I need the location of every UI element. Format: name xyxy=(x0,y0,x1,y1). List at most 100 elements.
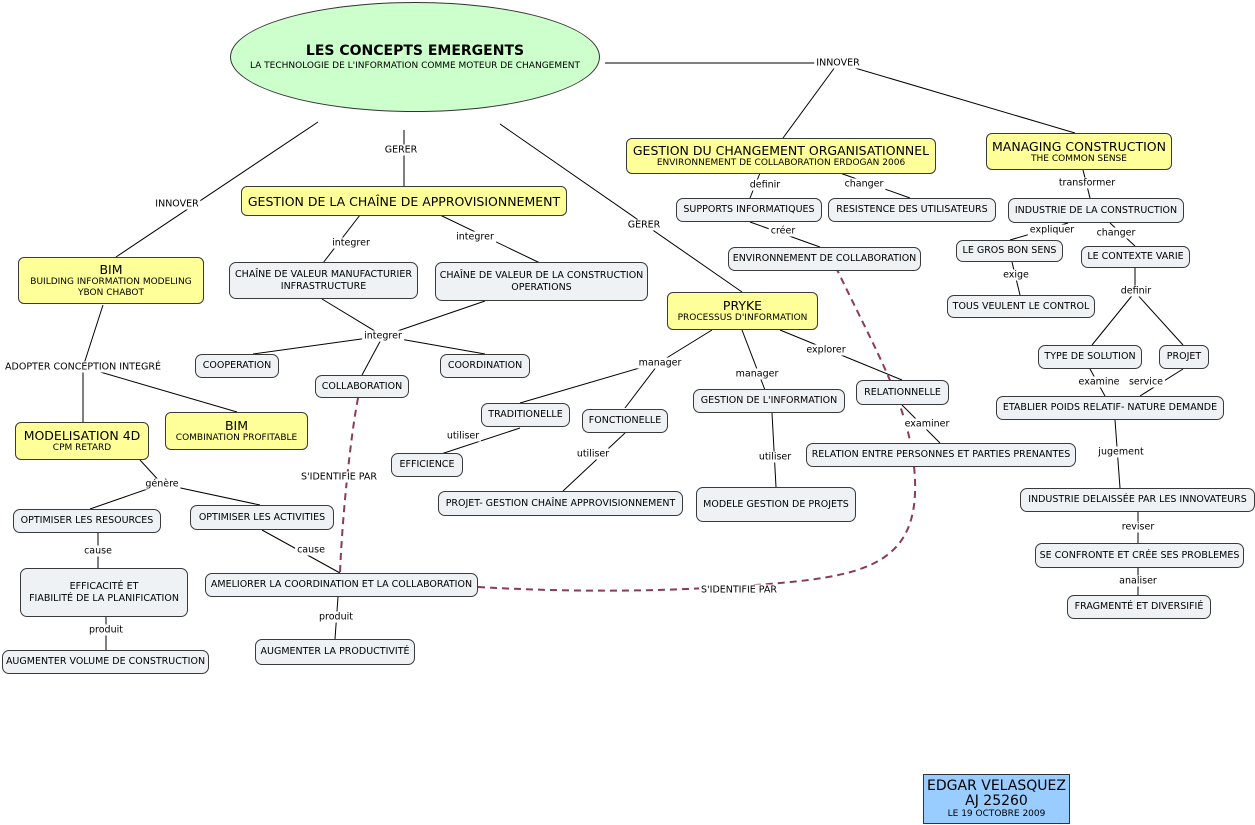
topic-bim-profitable[interactable]: BIM COMBINATION PROFITABLE xyxy=(165,412,308,450)
concept-type-solution[interactable]: TYPE DE SOLUTION xyxy=(1038,345,1142,369)
link-label-adopter: ADOPTER CONCEPTION INTEGRÉ xyxy=(3,361,163,373)
topic-bim[interactable]: BIM BUILDING INFORMATION MODELING YBON C… xyxy=(18,257,204,304)
link-label-gerer: GERER xyxy=(625,219,663,231)
link-label-manager: manager xyxy=(733,368,781,380)
concept-supports-informatiques[interactable]: SUPPORTS INFORMATIQUES xyxy=(676,198,822,222)
chaine-constr-line1: CHAÎNE DE VALEUR DE LA CONSTRUCTION xyxy=(439,269,644,281)
link-label-jugement: jugement xyxy=(1096,446,1146,458)
concept-ameliorer-coordination[interactable]: AMELIORER LA COORDINATION ET LA COLLABOR… xyxy=(205,573,478,597)
concept-control[interactable]: TOUS VEULENT LE CONTROL xyxy=(947,295,1095,318)
concept-optimiser-activities[interactable]: OPTIMISER LES ACTIVITIES xyxy=(190,505,334,530)
concept-confronte[interactable]: SE CONFRONTE ET CRÉE SES PROBLEMES xyxy=(1035,543,1244,568)
link-label-transformer: transformer xyxy=(1056,177,1118,189)
link-label-expliquer: expliquer xyxy=(1027,224,1077,236)
concept-industrie-delaissee[interactable]: INDUSTRIE DELAISSÉE PAR LES INNOVATEURS xyxy=(1020,488,1255,512)
concept-gros-bon-sens[interactable]: LE GROS BON SENS xyxy=(956,240,1063,262)
topic-bim-line2: YBON CHABOT xyxy=(78,288,144,298)
concept-collaboration[interactable]: COLLABORATION xyxy=(315,375,409,398)
topic-managing-construction[interactable]: MANAGING CONSTRUCTION THE COMMON SENSE xyxy=(986,133,1172,170)
link-label-cause: cause xyxy=(82,545,114,557)
link-label-innover: INNOVER xyxy=(153,198,201,210)
concept-efficacite[interactable]: EFFICACITÉ ET FIABILITÉ DE LA PLANIFICAT… xyxy=(20,568,188,617)
link-label-changer: changer xyxy=(842,178,886,190)
link-label-produit: produit xyxy=(317,611,355,623)
link-label-identifie: S'IDENTIFIE PAR xyxy=(299,471,379,483)
topic-bim-title: BIM xyxy=(99,262,123,278)
link-label-gerer: GERER xyxy=(382,144,420,156)
concept-contexte-varie[interactable]: LE CONTEXTE VARIE xyxy=(1081,246,1190,268)
author-id: AJ 25260 xyxy=(965,793,1028,809)
link-label-changer: changer xyxy=(1094,227,1138,239)
chaine-manuf-line1: CHAÎNE DE VALEUR MANUFACTURIER xyxy=(235,268,412,280)
concept-relation-parties[interactable]: RELATION ENTRE PERSONNES ET PARTIES PREN… xyxy=(806,443,1076,467)
concept-traditionelle[interactable]: TRADITIONELLE xyxy=(481,403,570,427)
link-label-innover: INNOVER xyxy=(814,57,862,69)
link-label-produit: produit xyxy=(87,624,125,636)
root-subtitle: LA TECHNOLOGIE DE L'INFORMATION COMME MO… xyxy=(249,61,581,71)
concept-projet[interactable]: PROJET xyxy=(1159,345,1209,369)
link-label-utiliser: utiliser xyxy=(756,451,794,463)
concept-chaine-manufacturier[interactable]: CHAÎNE DE VALEUR MANUFACTURIER INFRASTRU… xyxy=(229,262,418,299)
link-label-integrer: integrer xyxy=(362,330,404,342)
topic-bim-line1: BUILDING INFORMATION MODELING xyxy=(30,277,192,288)
concept-projet-gestion[interactable]: PROJET- GESTION CHAÎNE APPROVISIONNEMENT xyxy=(438,491,683,516)
topic-model-4d[interactable]: MODELISATION 4D CPM RETARD xyxy=(15,422,149,460)
topic-change-subtitle: ENVIRONNEMENT DE COLLABORATION ERDOGAN 2… xyxy=(656,158,906,169)
topic-managing-title: MANAGING CONSTRUCTION xyxy=(992,138,1166,154)
root-title: LES CONCEPTS EMERGENTS xyxy=(305,43,525,59)
author-name: EDGAR VELASQUEZ xyxy=(927,777,1066,794)
link-label-integrer: integrer xyxy=(454,231,496,243)
link-label-exige: exige xyxy=(1001,269,1031,281)
concept-augmenter-productivite[interactable]: AUGMENTER LA PRODUCTIVITÉ xyxy=(255,639,415,665)
link-label-utiliser: utiliser xyxy=(574,448,612,460)
root-concept[interactable]: LES CONCEPTS EMERGENTS LA TECHNOLOGIE DE… xyxy=(230,2,600,112)
topic-pryke[interactable]: PRYKE PROCESSUS D'INFORMATION xyxy=(667,292,818,330)
topic-pryke-title: PRYKE xyxy=(722,298,763,314)
concept-gestion-information[interactable]: GESTION DE L'INFORMATION xyxy=(693,389,845,413)
topic-pryke-subtitle: PROCESSUS D'INFORMATION xyxy=(677,313,808,324)
link-label-identifie: S'IDENTIFIE PAR xyxy=(699,584,779,596)
concept-industrie-construction[interactable]: INDUSTRIE DE LA CONSTRUCTION xyxy=(1008,198,1184,223)
efficacite-line2: FIABILITÉ DE LA PLANIFICATION xyxy=(29,592,179,604)
topic-bim2-title: BIM xyxy=(224,418,249,434)
chaine-constr-line2: OPERATIONS xyxy=(511,281,572,293)
topic-supply-chain[interactable]: GESTION DE LA CHAÎNE DE APPROVISIONNEMEN… xyxy=(241,186,567,216)
concept-augmenter-volume[interactable]: AUGMENTER VOLUME DE CONSTRUCTION xyxy=(2,650,209,674)
link-label-reviser: reviser xyxy=(1119,521,1157,533)
topic-change-title: GESTION DU CHANGEMENT ORGANISATIONNEL xyxy=(632,143,930,159)
concept-fonctionelle[interactable]: FONCTIONELLE xyxy=(582,409,668,433)
link-label-examiner: examiner xyxy=(902,418,952,430)
concept-optimiser-resources[interactable]: OPTIMISER LES RESOURCES xyxy=(13,509,161,533)
concept-fragmente[interactable]: FRAGMENTÉ ET DIVERSIFIÉ xyxy=(1067,595,1211,619)
chaine-manuf-line2: INFRASTRUCTURE xyxy=(280,280,367,292)
author-date: LE 19 OCTOBRE 2009 xyxy=(947,809,1046,820)
efficacite-line1: EFFICACITÉ ET xyxy=(69,580,139,592)
link-label-definir: definir xyxy=(747,179,783,191)
concept-coordination[interactable]: COORDINATION xyxy=(440,354,530,378)
link-label-definir: definir xyxy=(1118,285,1154,297)
concept-resistence[interactable]: RESISTENCE DES UTILISATEURS xyxy=(828,198,996,222)
topic-supply-chain-title: GESTION DE LA CHAÎNE DE APPROVISIONNEMEN… xyxy=(247,193,561,209)
concept-relationnelle[interactable]: RELATIONNELLE xyxy=(856,380,949,405)
topic-change-management[interactable]: GESTION DU CHANGEMENT ORGANISATIONNEL EN… xyxy=(626,138,936,174)
link-label-analiser: analiser xyxy=(1117,575,1159,587)
concept-chaine-construction[interactable]: CHAÎNE DE VALEUR DE LA CONSTRUCTION OPER… xyxy=(435,262,648,301)
link-label-service: service xyxy=(1126,376,1166,388)
link-label-cause: cause xyxy=(295,544,327,556)
link-label-manager: manager xyxy=(636,357,684,369)
concept-etablier[interactable]: ETABLIER POIDS RELATIF- NATURE DEMANDE xyxy=(996,396,1224,420)
link-label-utiliser: utiliser xyxy=(444,430,482,442)
link-label-explorer: explorer xyxy=(804,344,848,356)
concept-modele-gestion[interactable]: MODELE GESTION DE PROJETS xyxy=(696,487,856,522)
topic-model4d-subtitle: CPM RETARD xyxy=(52,443,112,454)
topic-managing-subtitle: THE COMMON SENSE xyxy=(1031,153,1127,164)
link-label-creer: créer xyxy=(768,225,798,237)
link-label-examine: examine xyxy=(1076,376,1122,388)
author-box: EDGAR VELASQUEZ AJ 25260 LE 19 OCTOBRE 2… xyxy=(923,774,1070,824)
link-label-integrer: integrer xyxy=(330,237,372,249)
concept-cooperation[interactable]: COOPERATION xyxy=(195,354,279,378)
concept-environnement[interactable]: ENVIRONNEMENT DE COLLABORATION xyxy=(728,247,921,271)
topic-model4d-title: MODELISATION 4D xyxy=(23,428,141,444)
concept-efficience[interactable]: EFFICIENCE xyxy=(391,453,463,477)
